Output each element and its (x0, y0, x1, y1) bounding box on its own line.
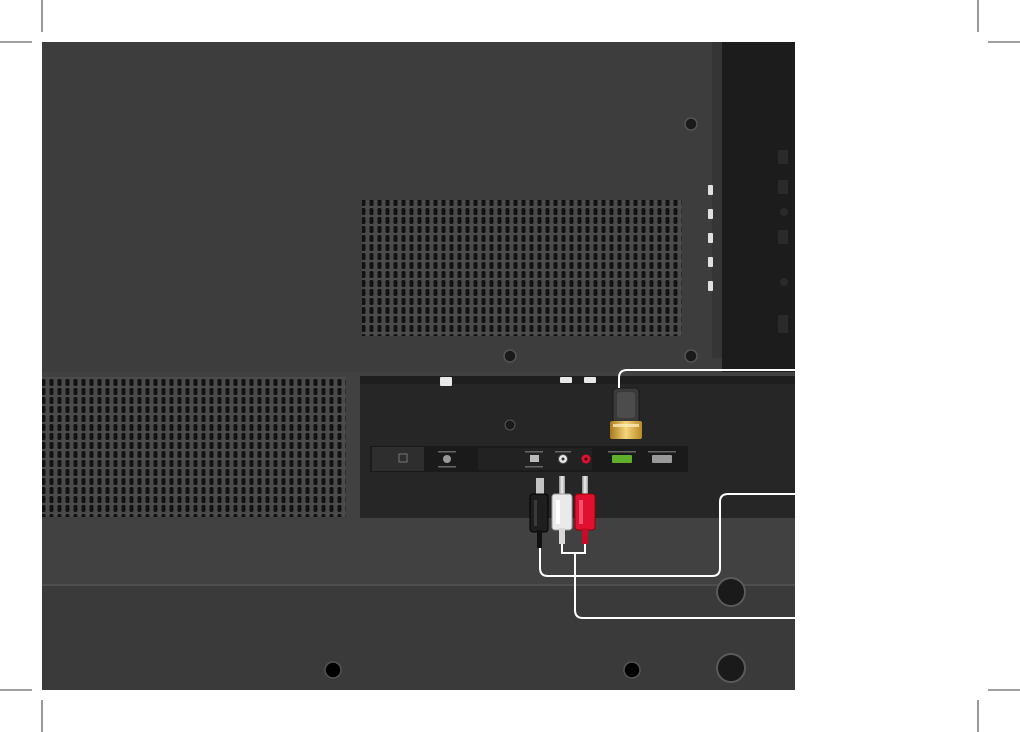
coax-port (443, 455, 451, 463)
upper-vent-grille (362, 200, 682, 336)
hdmi-plug-icon (610, 388, 642, 439)
hdmi-port-1 (612, 455, 632, 463)
hdmi-port-2 (652, 455, 672, 463)
optical-port (530, 455, 539, 462)
left-vent-grille (42, 377, 346, 517)
